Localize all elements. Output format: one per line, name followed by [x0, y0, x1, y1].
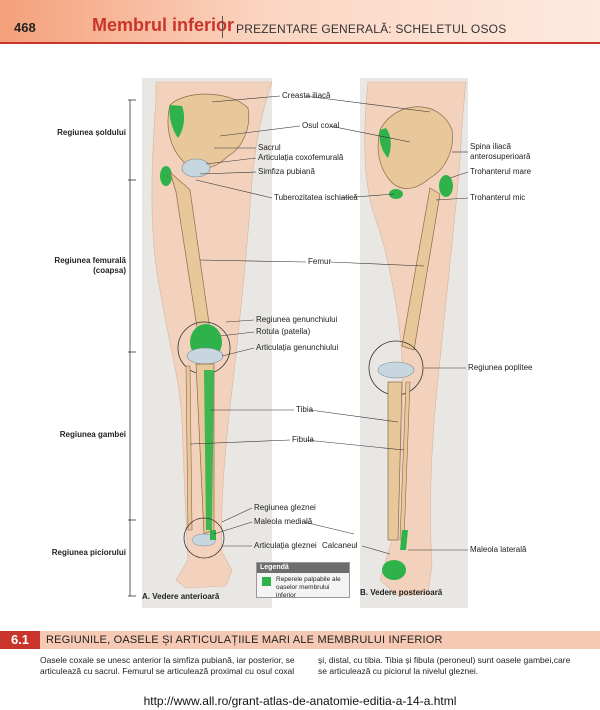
caption-anterior-view: A. Vedere anterioară — [142, 592, 220, 601]
label-knee-joint: Articulația genunchiului — [256, 343, 339, 352]
body-text-column-2: și, distal, cu tibia. Tibia și fibula (p… — [318, 655, 571, 676]
label-pubic-symphysis: Simfiza pubiană — [258, 167, 315, 176]
posterior-trochanter-landmark — [439, 175, 453, 197]
posterior-iliac-landmark — [379, 128, 391, 158]
anterior-malleolus-landmark — [210, 530, 216, 540]
label-medial-malleolus: Maleola medială — [254, 517, 313, 526]
legend-text: Reperele palpabile ale oaselor membrului… — [276, 576, 349, 600]
posterior-pelvis — [377, 106, 453, 189]
posterior-femur — [401, 187, 441, 351]
label-sacrum: Sacrul — [258, 143, 281, 152]
anatomy-figure: Regiunea șoldului Regiunea femurală (coa… — [0, 60, 600, 620]
label-leg-region: Regiunea gambei — [59, 430, 126, 439]
legend-green-swatch — [262, 577, 271, 586]
label-patella: Rotula (patella) — [256, 327, 311, 336]
label-asis-1: Spina iliacă — [470, 142, 511, 151]
footer-url: http://www.all.ro/grant-atlas-de-anatomi… — [143, 694, 457, 708]
label-femoral-region: Regiunea femurală — [54, 256, 126, 265]
label-popliteal-region: Regiunea poplitee — [468, 363, 533, 372]
label-fibula: Fibula — [292, 435, 314, 444]
region-brackets — [128, 99, 136, 597]
label-ankle-region: Regiunea gleznei — [254, 503, 316, 512]
label-thigh: (coapsa) — [93, 266, 126, 275]
anterior-leg — [151, 81, 273, 589]
label-foot-region: Regiunea piciorului — [51, 548, 126, 557]
posterior-ischial-landmark — [389, 189, 403, 199]
label-hip-bone: Osul coxal — [302, 121, 340, 130]
legend-box: Legendă Reperele palpabile ale oaselor m… — [256, 562, 350, 600]
anterior-hip-joint — [181, 158, 211, 178]
anterior-knee-joint — [186, 347, 224, 365]
leader-lines — [189, 95, 469, 555]
label-hip-region: Regiunea șoldului — [57, 128, 126, 137]
anterior-fibula — [185, 365, 193, 531]
page-header — [0, 0, 600, 42]
header-separator — [222, 16, 223, 38]
label-tibia: Tibia — [296, 405, 314, 414]
label-hip-joint: Articulația coxofemurală — [258, 153, 344, 162]
page-number: 468 — [14, 20, 36, 35]
label-knee-region: Regiunea genunchiului — [256, 315, 338, 324]
posterior-malleolus-landmark — [400, 530, 408, 550]
skeleton-illustration — [128, 78, 469, 608]
body-text-column-1: Oasele coxale se unesc anterior la simfi… — [40, 655, 295, 676]
label-iliac-crest: Creasta iliacă — [282, 91, 331, 100]
anterior-pelvis — [167, 93, 250, 170]
label-ischial-tuberosity: Tuberozitatea ischiatică — [274, 193, 358, 202]
legend-title: Legendă — [257, 563, 349, 573]
label-calcaneus: Calcaneul — [322, 541, 358, 550]
section-band: 6.1 REGIUNILE, OASELE ȘI ARTICULAȚIILE M… — [0, 631, 600, 649]
posterior-leg — [364, 81, 467, 597]
label-greater-trochanter: Trohanterul mare — [470, 167, 532, 176]
anterior-ankle-circle — [183, 517, 225, 559]
anterior-iliac-crest-landmark — [169, 105, 185, 138]
anterior-trochanter-landmark — [160, 166, 172, 186]
label-lesser-trochanter: Trohanterul mic — [470, 193, 526, 202]
posterior-tibia — [387, 381, 403, 541]
section-number: 6.1 — [0, 631, 40, 649]
legend-text-line-1: Reperele palpabile ale — [276, 576, 341, 583]
label-femur: Femur — [308, 257, 332, 266]
label-asis-2: anterosuperioară — [470, 152, 531, 161]
legend-text-line-2: oaselor membrului inferior — [276, 584, 330, 599]
page-subtitle: PREZENTARE GENERALĂ: SCHELETUL OSOS — [236, 22, 507, 36]
posterior-calcaneus-landmark — [382, 560, 406, 580]
header-rule — [0, 42, 600, 44]
label-lateral-malleolus: Maleola laterală — [470, 545, 527, 554]
section-title: Membrul inferior — [92, 15, 235, 35]
caption-posterior-view: B. Vedere posterioară — [360, 588, 443, 597]
label-ankle-joint: Articulația gleznei — [254, 541, 317, 550]
section-heading: REGIUNILE, OASELE ȘI ARTICULAȚIILE MARI … — [46, 634, 443, 646]
posterior-knee-joint — [377, 361, 415, 379]
